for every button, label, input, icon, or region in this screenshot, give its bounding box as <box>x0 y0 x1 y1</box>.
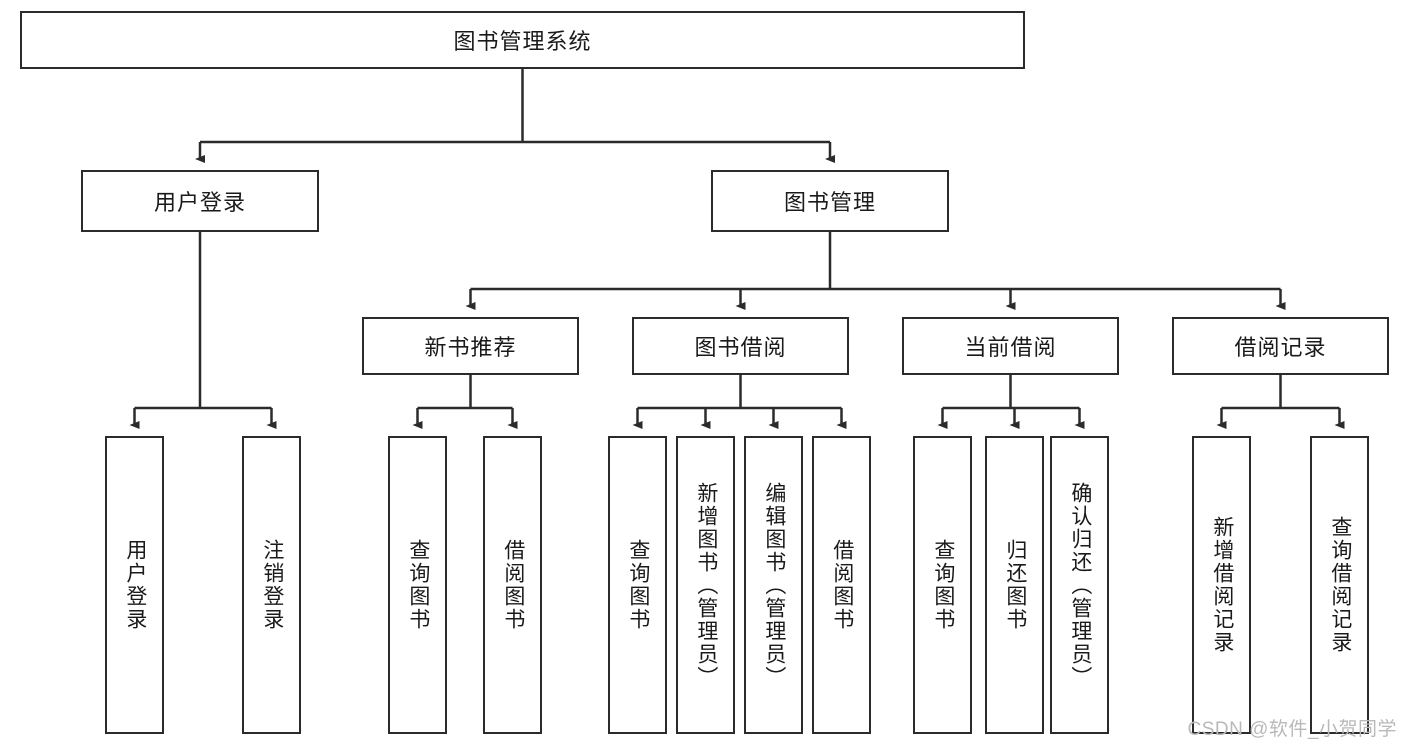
node-user-login[interactable]: 用户登录 <box>81 170 319 232</box>
node-label: 查询图书 <box>931 539 955 631</box>
node-label: 当前借阅 <box>964 335 1057 360</box>
node-label: 用户登录 <box>153 190 246 215</box>
node-leaf-add-borrow-record[interactable]: 新增借阅记录 <box>1192 436 1251 734</box>
node-label: 新增借阅记录 <box>1210 516 1234 654</box>
node-label: 图书借阅 <box>694 335 787 360</box>
node-label: 编辑图书（管理员） <box>762 481 786 689</box>
node-label: 图书管理 <box>783 190 876 215</box>
node-label: 确认归还（管理员） <box>1068 481 1092 689</box>
node-leaf-edit-book[interactable]: 编辑图书（管理员） <box>744 436 803 734</box>
node-label: 借阅记录 <box>1234 335 1327 360</box>
node-leaf-query-book-2[interactable]: 查询图书 <box>608 436 667 734</box>
node-label: 注销登录 <box>260 539 284 631</box>
node-leaf-query-book-3[interactable]: 查询图书 <box>913 436 972 734</box>
node-book-manage[interactable]: 图书管理 <box>711 170 949 232</box>
node-label: 用户登录 <box>123 539 147 631</box>
node-label: 新书推荐 <box>424 335 517 360</box>
node-leaf-user-login[interactable]: 用户登录 <box>105 436 164 734</box>
node-leaf-query-book-1[interactable]: 查询图书 <box>388 436 447 734</box>
node-label: 借阅图书 <box>501 539 525 631</box>
node-label: 查询借阅记录 <box>1328 516 1352 654</box>
node-root[interactable]: 图书管理系统 <box>20 11 1025 69</box>
node-label: 借阅图书 <box>830 539 854 631</box>
node-leaf-confirm-return[interactable]: 确认归还（管理员） <box>1050 436 1109 734</box>
node-label: 图书管理系统 <box>453 29 592 54</box>
node-leaf-borrow-book-1[interactable]: 借阅图书 <box>483 436 542 734</box>
node-label: 查询图书 <box>626 539 650 631</box>
watermark-label: CSDN @软件_小贺同学 <box>1187 719 1397 740</box>
node-leaf-return-book[interactable]: 归还图书 <box>985 436 1044 734</box>
node-new-book-recommend[interactable]: 新书推荐 <box>362 317 579 375</box>
node-book-borrow[interactable]: 图书借阅 <box>632 317 849 375</box>
node-label: 查询图书 <box>406 539 430 631</box>
node-leaf-user-logout[interactable]: 注销登录 <box>242 436 301 734</box>
node-leaf-query-borrow-record[interactable]: 查询借阅记录 <box>1310 436 1369 734</box>
node-current-borrow[interactable]: 当前借阅 <box>902 317 1119 375</box>
node-label: 归还图书 <box>1003 539 1027 631</box>
node-label: 新增图书（管理员） <box>694 481 718 689</box>
node-leaf-add-book[interactable]: 新增图书（管理员） <box>676 436 735 734</box>
node-leaf-borrow-book-2[interactable]: 借阅图书 <box>812 436 871 734</box>
node-borrow-record[interactable]: 借阅记录 <box>1172 317 1389 375</box>
